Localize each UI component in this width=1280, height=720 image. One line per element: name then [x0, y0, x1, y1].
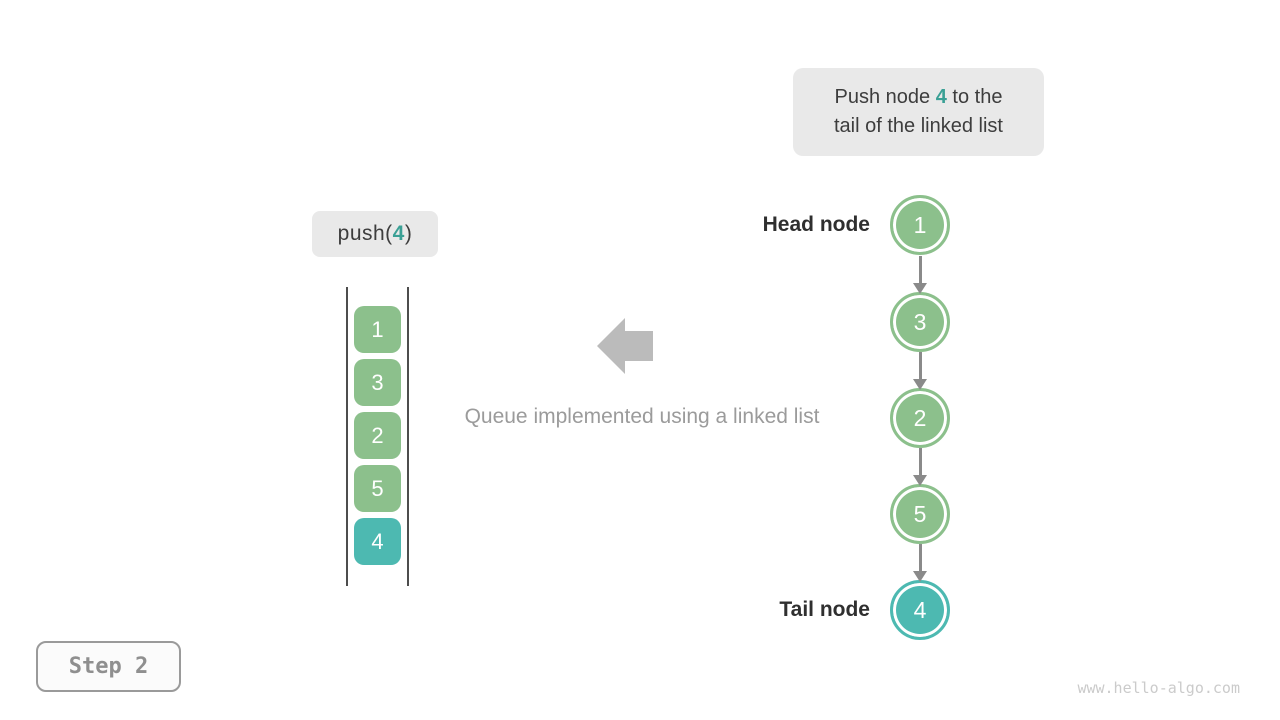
info-callout-line1: Push node 4 to the — [835, 83, 1003, 112]
queue-wall-left — [346, 287, 348, 586]
push-call-suffix: ) — [404, 222, 413, 245]
push-call-label: push(4) — [312, 211, 438, 257]
info-callout: Push node 4 to the tail of the linked li… — [793, 68, 1044, 156]
info-text: to the — [946, 86, 1003, 108]
watermark: www.hello-algo.com — [1077, 679, 1240, 697]
step-badge: Step 2 — [36, 641, 181, 692]
arrow-down-icon — [912, 352, 928, 390]
queue-item-new: 4 — [354, 518, 401, 565]
left-block-arrow-icon — [597, 318, 625, 374]
arrow-down-icon — [912, 544, 928, 582]
diagram-caption: Queue implemented using a linked list — [464, 405, 820, 428]
list-node: 2 — [890, 388, 950, 448]
push-call-prefix: push( — [337, 222, 393, 245]
push-call-arg: 4 — [392, 222, 405, 245]
head-node-label: Head node — [762, 213, 870, 236]
list-node: 1 — [890, 195, 950, 255]
queue-wall-right — [407, 287, 409, 586]
info-callout-line2: tail of the linked list — [834, 115, 1003, 137]
tail-node-label: Tail node — [779, 598, 870, 621]
queue-item: 2 — [354, 412, 401, 459]
info-text: Push node — [834, 86, 936, 108]
left-block-arrow-tail — [625, 331, 653, 361]
arrow-down-icon — [912, 448, 928, 486]
arrow-down-icon — [912, 256, 928, 294]
list-node-new: 4 — [890, 580, 950, 640]
queue-item: 5 — [354, 465, 401, 512]
list-node: 3 — [890, 292, 950, 352]
list-node: 5 — [890, 484, 950, 544]
info-highlight-value: 4 — [935, 86, 947, 108]
queue-item: 1 — [354, 306, 401, 353]
queue-item: 3 — [354, 359, 401, 406]
